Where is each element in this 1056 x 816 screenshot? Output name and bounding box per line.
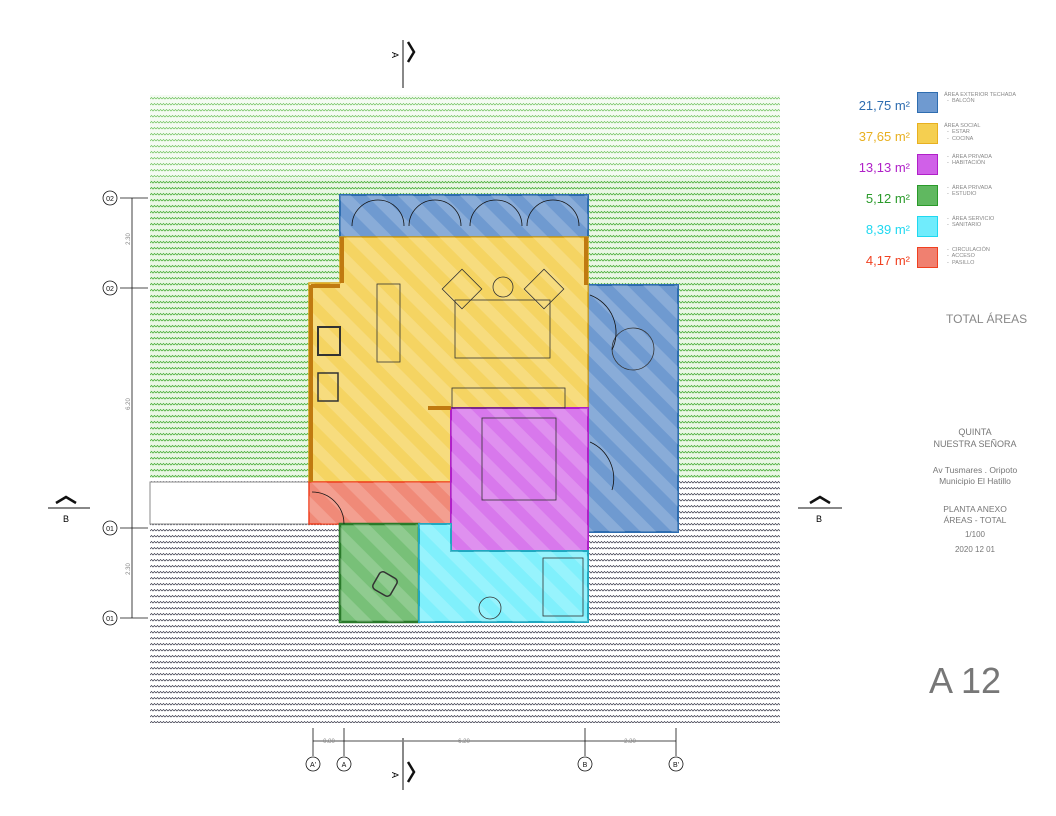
legend-area-value: 37,65 m²: [858, 129, 910, 144]
legend-item: 4,17 m² - CIRCULACIÓN - ACCESO - PASILLO: [850, 247, 1050, 277]
plan-date: 2020 12 01: [954, 545, 996, 554]
legend-area-value: 5,12 m²: [865, 191, 910, 206]
legend-line: ÁREA SOCIAL: [944, 123, 981, 129]
legend-area-value: 4,17 m²: [865, 253, 910, 268]
legend-line: - HABITACIÓN: [944, 160, 986, 167]
project-location: Av Tusmares . Oripoto Municipio El Hatil…: [932, 465, 1018, 486]
legend-swatch: [917, 216, 938, 237]
shower: [542, 557, 584, 617]
furniture: [317, 268, 655, 620]
legend-swatch: [917, 247, 938, 268]
legend-swatch: [917, 185, 938, 206]
grid-label-v: 01: [106, 526, 114, 533]
zone-balcony-top: [339, 194, 589, 238]
zone-bathroom: [418, 523, 589, 623]
sheet-number: A 12: [928, 660, 1002, 701]
section-b-right: B: [816, 514, 822, 524]
section-a-bottom: A: [390, 772, 400, 778]
section-markers: [55, 41, 831, 783]
legend-swatch: [917, 123, 938, 144]
stove: [317, 326, 341, 356]
bed: [481, 417, 557, 501]
legend-item: 13,13 m² - ÁREA PRIVADA - HABITACIÓN: [850, 154, 1050, 184]
legend-line: - ÁREA PRIVADA: [944, 154, 992, 160]
tv-console: [451, 387, 566, 409]
dim-v: 2.30: [126, 233, 132, 245]
total-areas-label: TOTAL ÁREAS: [946, 312, 1028, 326]
grid-label-v: 02: [106, 286, 114, 293]
legend-description: ÁREA SOCIAL - ESTAR - COCINA: [944, 123, 980, 142]
washbasin: [478, 596, 502, 620]
legend-description: - ÁREA PRIVADA - HABITACIÓN: [944, 154, 992, 167]
legend-item: 37,65 m² ÁREA SOCIAL - ESTAR - COCINA: [850, 123, 1050, 153]
dim-h: 0.80: [323, 739, 335, 745]
legend-swatch: [917, 154, 938, 175]
project-name: QUINTA NUESTRA SEÑORA: [933, 427, 1017, 449]
legend-line: - CIRCULACIÓN: [944, 247, 990, 253]
grid-bubbles: [102, 190, 684, 772]
legend-line: - PASILLO: [944, 259, 975, 266]
side-table: [492, 276, 514, 298]
section-a-top: A: [390, 52, 400, 58]
legend-line: - ACCESO: [944, 253, 975, 260]
sink: [317, 372, 339, 402]
entry-path: [149, 481, 311, 525]
armchair: [441, 268, 483, 310]
legend-item: 8,39 m² - ÁREA SERVICIO - SANITARIO: [850, 216, 1050, 246]
legend-area-value: 21,75 m²: [858, 98, 910, 113]
legend-line: - BALCÓN: [944, 98, 975, 105]
grid-label-v: 01: [106, 616, 114, 623]
grid-label-v: 02: [106, 196, 114, 203]
legend-area-value: 8,39 m²: [865, 222, 910, 237]
zone-circulation: [308, 481, 452, 525]
grid-label-h: B': [673, 762, 679, 769]
kitchen-island: [376, 283, 401, 363]
legend-line: - ESTUDIO: [944, 191, 977, 198]
legend-line: - ÁREA SERVICIO: [944, 216, 995, 222]
legend-line: ÁREA EXTERIOR TECHADA: [944, 92, 1017, 98]
walls: [309, 237, 588, 482]
legend-line: - SANITARIO: [944, 222, 982, 229]
legend-description: - CIRCULACIÓN - ACCESO - PASILLO: [944, 247, 990, 266]
dim-v: 2.30: [126, 563, 132, 575]
legend-item: 5,12 m² - ÁREA PRIVADA - ESTUDIO: [850, 185, 1050, 215]
legend-description: ÁREA EXTERIOR TECHADA - BALCÓN: [944, 92, 1016, 105]
armchair: [523, 268, 565, 310]
desk-chair: [372, 571, 398, 597]
legend-description: - ÁREA SERVICIO - SANITARIO: [944, 216, 994, 229]
dim-h: 6.20: [458, 739, 470, 745]
dim-h: 2.30: [624, 739, 636, 745]
plan-scale: 1/100: [964, 530, 986, 539]
grid-label-h: B: [583, 762, 588, 769]
garden-area-top: [150, 95, 780, 178]
dim-v: 6.20: [126, 398, 132, 410]
legend-line: - ESTAR: [944, 129, 970, 136]
legend-description: - ÁREA PRIVADA - ESTUDIO: [944, 185, 992, 198]
rug: [454, 299, 551, 359]
dining-table: [611, 327, 655, 371]
legend-item: 21,75 m² ÁREA EXTERIOR TECHADA - BALCÓN: [850, 92, 1050, 122]
dimension-lines: [48, 40, 842, 790]
legend-area-value: 13,13 m²: [858, 160, 910, 175]
zone-bedroom: [450, 407, 589, 552]
section-b-left: B: [63, 514, 69, 524]
grid-label-h: A': [310, 762, 316, 769]
grid-label-h: A: [342, 762, 347, 769]
legend-line: - ÁREA PRIVADA: [944, 185, 992, 191]
legend-line: - COCINA: [944, 135, 974, 142]
doors: [311, 199, 617, 525]
zone-social: [308, 236, 589, 483]
zone-balcony-right: [587, 284, 679, 533]
plan-title: PLANTA ANEXO ÁREAS - TOTAL: [943, 504, 1007, 525]
legend-swatch: [917, 92, 938, 113]
